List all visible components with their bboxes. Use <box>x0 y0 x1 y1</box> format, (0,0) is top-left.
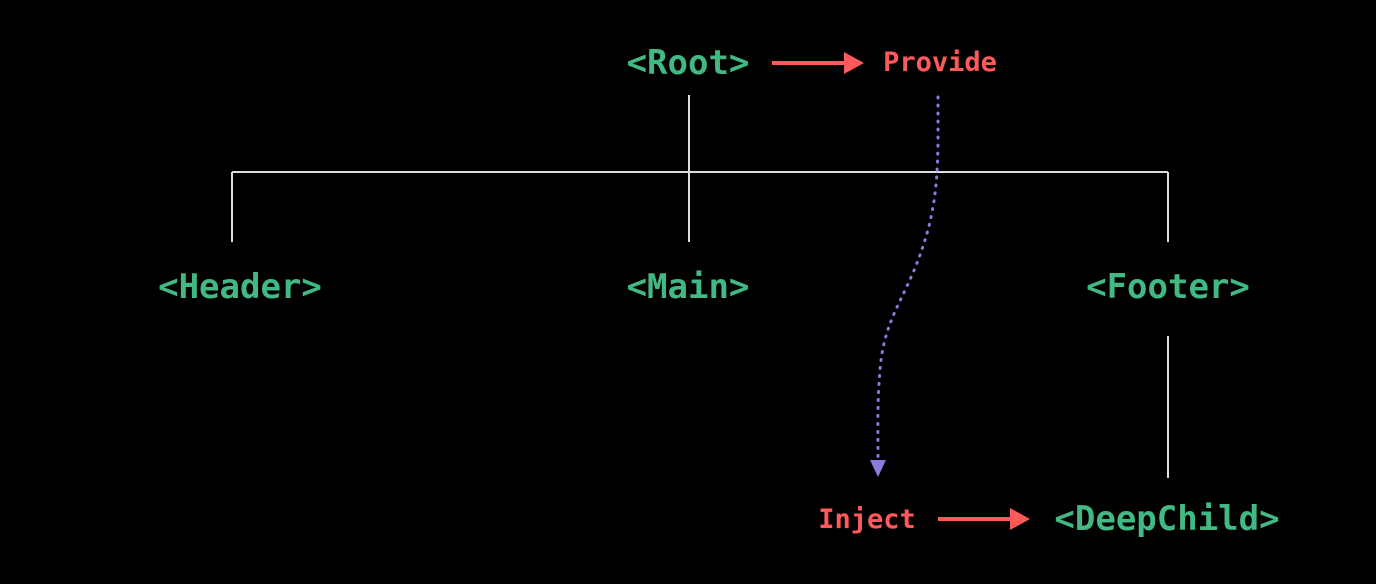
footer-node-label: <Footer> <box>1086 267 1250 307</box>
deepchild-node-label: <DeepChild> <box>1054 499 1280 539</box>
provide-arrowhead-icon <box>844 52 864 74</box>
provide-arrow <box>772 52 864 74</box>
dotted-arrowhead-icon <box>870 460 886 477</box>
inject-label: Inject <box>818 504 916 535</box>
main-node-label: <Main> <box>626 267 750 307</box>
inject-arrowhead-icon <box>1010 508 1030 530</box>
tree-connector-lines <box>231 95 1169 478</box>
inject-arrow <box>938 508 1030 530</box>
provide-label: Provide <box>883 47 997 78</box>
header-node-label: <Header> <box>158 267 322 307</box>
dotted-curve-line <box>876 95 940 460</box>
root-node-label: <Root> <box>626 43 750 83</box>
provide-to-inject-dotted-path <box>870 95 940 477</box>
